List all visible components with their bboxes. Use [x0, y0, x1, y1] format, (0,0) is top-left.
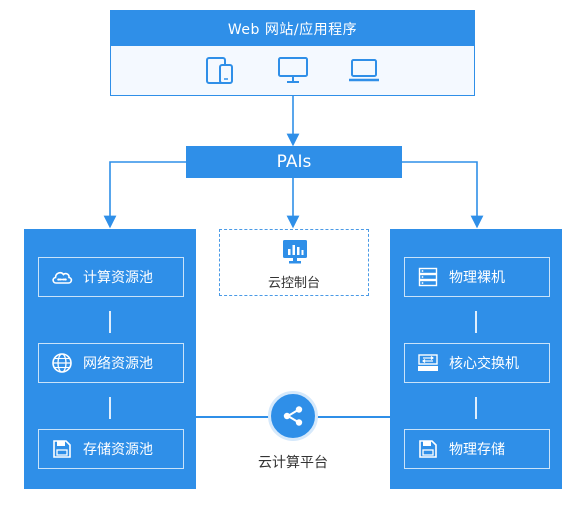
- left-link-2: [109, 397, 111, 419]
- compute-pool-label: 计算资源池: [83, 270, 153, 286]
- floppy-disk-icon: [417, 438, 439, 460]
- chart-monitor-icon: [283, 240, 307, 264]
- compute-pool-item: 计算资源池: [38, 257, 184, 297]
- network-pool-label: 网络资源池: [83, 356, 153, 372]
- platform-label: 云计算平台: [258, 455, 328, 471]
- arrow-pais-to-left: [103, 161, 186, 229]
- right-link-2: [475, 397, 477, 419]
- left-link-1: [109, 311, 111, 333]
- laptop-icon: [349, 59, 379, 82]
- share-nodes-icon: [283, 406, 303, 426]
- switch-icon: [417, 352, 439, 374]
- tablet-phone-icon: [206, 57, 233, 84]
- web-app-box: Web 网站/应用程序: [110, 10, 475, 96]
- right-link-1: [475, 311, 477, 333]
- cloud-console-box: 云控制台: [219, 229, 369, 296]
- physical-infra-panel: 物理裸机 核心交换机 物理存储: [390, 229, 562, 489]
- globe-icon: [51, 352, 73, 374]
- floppy-disk-icon: [51, 438, 73, 460]
- core-switch-item: 核心交换机: [404, 343, 550, 383]
- pais-label: PAIs: [276, 152, 312, 172]
- server-rack-icon: [417, 266, 439, 288]
- arrow-pais-to-right: [402, 161, 484, 229]
- web-app-title: Web 网站/应用程序: [111, 11, 474, 46]
- resource-pools-panel: 计算资源池 网络资源池 存储资源池: [24, 229, 196, 489]
- desktop-monitor-icon: [278, 57, 308, 83]
- pais-bar: PAIs: [186, 146, 402, 178]
- physical-storage-label: 物理存储: [449, 442, 505, 458]
- core-switch-label: 核心交换机: [449, 356, 519, 372]
- storage-pool-label: 存储资源池: [83, 442, 153, 458]
- platform-hub: [268, 391, 318, 441]
- console-label: 云控制台: [267, 276, 320, 291]
- storage-pool-item: 存储资源池: [38, 429, 184, 469]
- network-pool-item: 网络资源池: [38, 343, 184, 383]
- bare-metal-item: 物理裸机: [404, 257, 550, 297]
- physical-storage-item: 物理存储: [404, 429, 550, 469]
- cloud-infinity-icon: [51, 266, 73, 288]
- bare-metal-label: 物理裸机: [449, 270, 505, 286]
